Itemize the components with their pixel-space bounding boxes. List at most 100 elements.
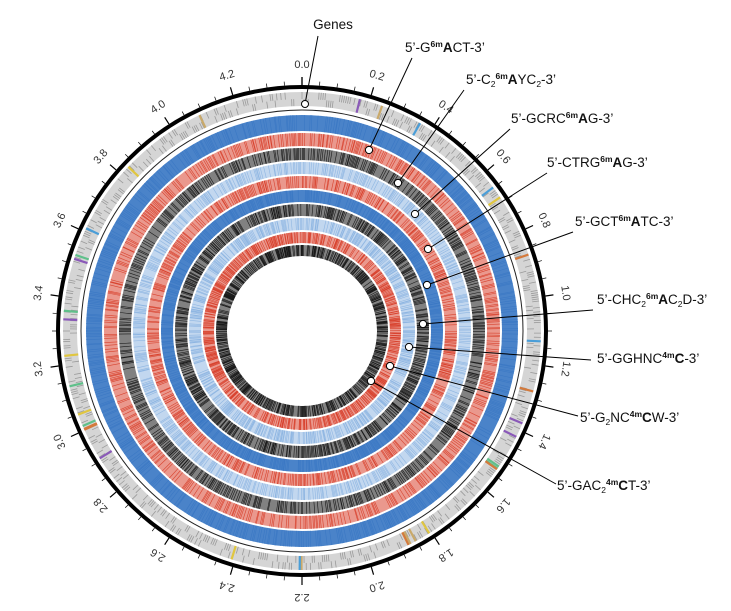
major-tick — [50, 294, 59, 297]
minor-tick — [57, 382, 62, 385]
track-CTRG — [132, 161, 472, 501]
motif-label-part: 2 — [601, 485, 606, 495]
motif-label-part: 5’-GCT — [575, 214, 619, 229]
minor-tick — [197, 103, 201, 108]
tick-label: 0.6 — [493, 147, 512, 166]
genes-label: Genes — [313, 17, 353, 32]
minor-tick — [181, 546, 185, 551]
minor-tick — [57, 277, 62, 280]
major-tick — [487, 491, 495, 498]
tick-label: 3.8 — [91, 147, 110, 166]
major-tick — [434, 537, 440, 546]
motif-label-part: 5’-GAC — [557, 478, 602, 493]
major-tick — [525, 432, 534, 438]
motif-label-part: 6m — [600, 154, 613, 164]
gene-highlight — [403, 530, 412, 545]
leader-line — [370, 380, 557, 485]
motif-label-part: -3’ — [541, 72, 556, 87]
track-ticks — [132, 161, 472, 501]
motif-label: 5’-G2NC4mCW-3’ — [580, 409, 679, 427]
motif-label-part: 2 — [536, 79, 541, 89]
major-tick — [434, 116, 440, 125]
motif-label-part: 2 — [678, 299, 683, 309]
tick-label: 4.0 — [149, 98, 168, 116]
tick-label: 2.2 — [294, 591, 309, 603]
track-band — [104, 133, 500, 529]
tick-label: 1.6 — [493, 496, 512, 515]
track-GCRC — [118, 147, 486, 515]
motif-label-part: YC — [518, 72, 537, 87]
motif-label-part: NC — [610, 410, 630, 425]
motif-marker — [418, 319, 428, 329]
gene-highlight — [503, 429, 517, 438]
motif-label-part: 2 — [606, 417, 611, 427]
track-ticks — [202, 231, 402, 431]
minor-tick — [266, 574, 268, 579]
minor-tick — [101, 478, 106, 482]
track-GACCT — [202, 231, 402, 431]
minor-tick — [508, 463, 513, 467]
track-ticks — [160, 189, 444, 473]
motif-label-part: 5’-GGHNC — [597, 351, 663, 366]
motif-label-part: C — [675, 351, 685, 366]
gene-highlight — [69, 381, 84, 388]
track-GCTATC — [146, 175, 458, 487]
gene-highlight — [484, 460, 498, 471]
gene-highlight — [75, 253, 90, 261]
minor-tick — [475, 153, 480, 158]
tick-label: 1.4 — [535, 432, 552, 451]
motif-label-part: A — [508, 72, 518, 87]
motif-label-part: 5’-GCRC — [511, 111, 566, 126]
minor-tick — [67, 243, 72, 246]
genes-leader — [304, 35, 319, 105]
minor-tick — [462, 141, 466, 146]
major-tick — [487, 164, 495, 171]
tick-label: 4.2 — [218, 68, 236, 84]
tick-label: 3.2 — [32, 360, 46, 377]
motif-label-part: 4m — [606, 477, 619, 487]
major-tick — [164, 537, 170, 546]
gene-highlight — [230, 545, 237, 560]
gene-highlight — [514, 253, 529, 261]
leader-line — [414, 128, 511, 215]
gene-highlight — [408, 528, 417, 542]
motif-label-part: TC-3’ — [641, 214, 674, 229]
motif-label-part: 6m — [496, 71, 509, 81]
minor-tick — [91, 195, 96, 199]
major-tick — [70, 224, 79, 230]
major-tick — [109, 491, 117, 498]
minor-tick — [403, 554, 407, 559]
minor-tick — [62, 399, 67, 402]
minor-tick — [498, 478, 503, 482]
track-ticks — [146, 175, 458, 487]
minor-tick — [475, 504, 480, 509]
gene-highlight — [198, 114, 207, 129]
motif-label: 5’-GGHNC4mC-3’ — [597, 350, 699, 366]
major-tick — [50, 365, 59, 368]
tracks-layer — [80, 109, 524, 553]
gene-highlight — [526, 339, 541, 343]
minor-tick — [214, 561, 217, 566]
gene-highlight — [486, 457, 500, 468]
minor-tick — [532, 416, 537, 419]
motif-marker — [385, 361, 395, 371]
motif-label: 5’-GCT6mATC-3’ — [575, 213, 674, 229]
leader-line — [422, 309, 594, 325]
motif-label-part: 6m — [431, 39, 444, 49]
leader-line — [397, 89, 465, 184]
minor-tick — [181, 111, 185, 116]
tick-label: 2.0 — [368, 578, 386, 594]
minor-tick — [138, 141, 142, 146]
minor-tick — [387, 561, 390, 566]
annotation-labels: 5’-G6mACT-3’5’-C26mAYC2-3’5’-GCRC6mAG-3’… — [405, 39, 707, 495]
minor-tick — [449, 527, 453, 532]
minor-tick — [517, 448, 522, 452]
gene-highlight — [355, 98, 362, 113]
gene-highlight — [63, 318, 78, 322]
motif-label: 5’-CHC26mAC2D-3’ — [597, 291, 707, 309]
minor-tick — [387, 96, 390, 101]
separator-ring — [80, 109, 524, 553]
tick-label: 0.0 — [294, 59, 309, 71]
